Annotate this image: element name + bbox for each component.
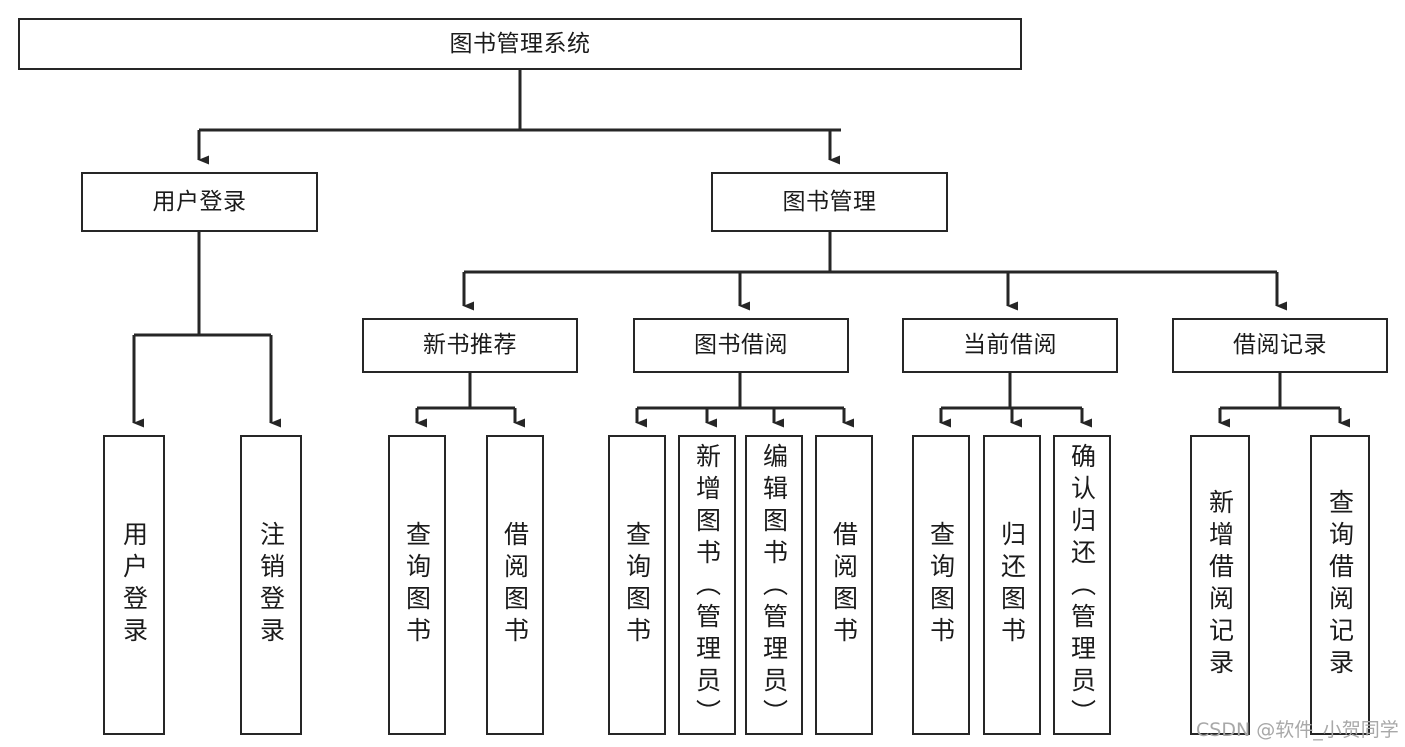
node-leaf-borrow-book-new-label: 借阅图书 xyxy=(500,521,530,649)
node-book-management[interactable]: 图书管理 xyxy=(711,172,948,232)
node-leaf-query-book-borrow[interactable]: 查询图书 xyxy=(608,435,666,735)
watermark-text: CSDN @软件_小贺同学 xyxy=(1196,719,1399,741)
node-leaf-user-login[interactable]: 用户登录 xyxy=(103,435,165,735)
node-leaf-query-borrow-record[interactable]: 查询借阅记录 xyxy=(1310,435,1370,735)
node-leaf-confirm-return-admin-label: 确认归还（管理员） xyxy=(1067,443,1097,731)
node-leaf-query-borrow-record-label: 查询借阅记录 xyxy=(1325,489,1355,681)
node-leaf-add-borrow-record-label: 新增借阅记录 xyxy=(1205,489,1235,681)
node-new-book-recommend[interactable]: 新书推荐 xyxy=(362,318,578,373)
node-book-borrow-label: 图书借阅 xyxy=(694,332,788,358)
node-leaf-add-book-admin[interactable]: 新增图书（管理员） xyxy=(678,435,736,735)
node-current-borrow-label: 当前借阅 xyxy=(963,332,1057,358)
node-leaf-return-book[interactable]: 归还图书 xyxy=(983,435,1041,735)
node-leaf-return-book-label: 归还图书 xyxy=(997,521,1027,649)
node-leaf-borrow-book-new[interactable]: 借阅图书 xyxy=(486,435,544,735)
node-user-login-label: 用户登录 xyxy=(152,188,247,215)
node-book-borrow[interactable]: 图书借阅 xyxy=(633,318,849,373)
node-leaf-user-login-label: 用户登录 xyxy=(119,521,149,649)
node-borrow-record[interactable]: 借阅记录 xyxy=(1172,318,1388,373)
node-leaf-add-borrow-record[interactable]: 新增借阅记录 xyxy=(1190,435,1250,735)
node-leaf-logout[interactable]: 注销登录 xyxy=(240,435,302,735)
node-leaf-confirm-return-admin[interactable]: 确认归还（管理员） xyxy=(1053,435,1111,735)
node-leaf-lend-book[interactable]: 借阅图书 xyxy=(815,435,873,735)
node-borrow-record-label: 借阅记录 xyxy=(1233,332,1327,358)
node-current-borrow[interactable]: 当前借阅 xyxy=(902,318,1118,373)
node-leaf-query-book-borrow-label: 查询图书 xyxy=(622,521,652,649)
node-leaf-query-book-current-label: 查询图书 xyxy=(926,521,956,649)
node-leaf-edit-book-admin[interactable]: 编辑图书（管理员） xyxy=(745,435,803,735)
node-user-login[interactable]: 用户登录 xyxy=(81,172,318,232)
node-leaf-lend-book-label: 借阅图书 xyxy=(829,521,859,649)
node-new-book-recommend-label: 新书推荐 xyxy=(423,332,517,358)
node-leaf-logout-label: 注销登录 xyxy=(256,521,286,649)
node-root[interactable]: 图书管理系统 xyxy=(18,18,1022,70)
node-leaf-edit-book-admin-label: 编辑图书（管理员） xyxy=(759,443,789,731)
node-leaf-query-book-new[interactable]: 查询图书 xyxy=(388,435,446,735)
node-root-label: 图书管理系统 xyxy=(449,30,591,57)
node-leaf-query-book-new-label: 查询图书 xyxy=(402,521,432,649)
node-book-management-label: 图书管理 xyxy=(782,188,877,215)
node-leaf-add-book-admin-label: 新增图书（管理员） xyxy=(692,443,722,731)
node-leaf-query-book-current[interactable]: 查询图书 xyxy=(912,435,970,735)
